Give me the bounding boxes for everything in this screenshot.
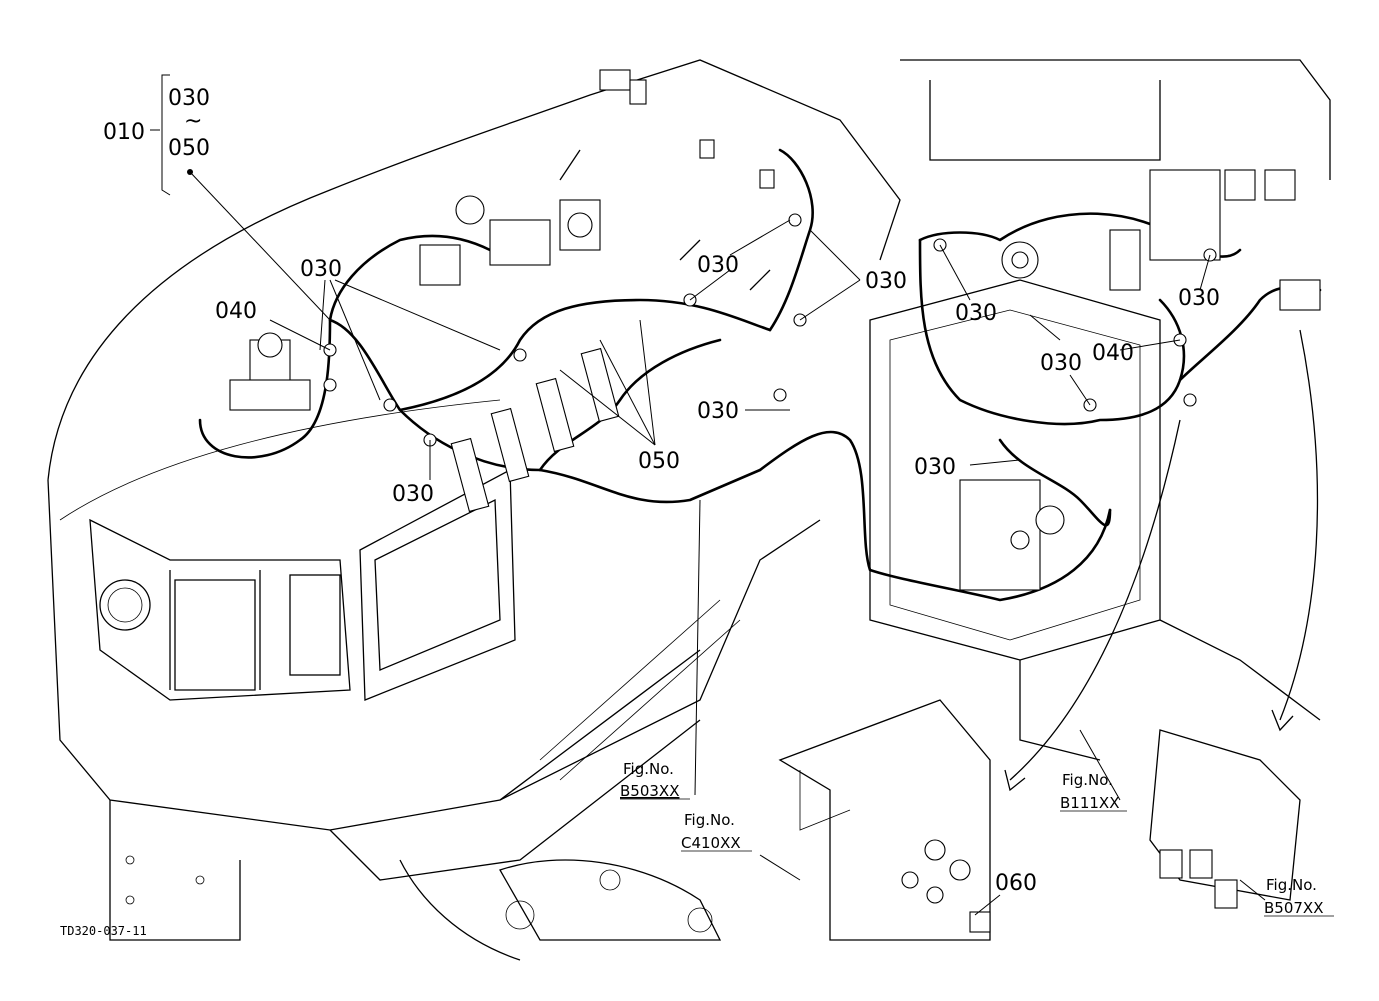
figure-references: Fig.No. B503XX Fig.No. C410XX Fig.No. B1… (620, 760, 1334, 917)
fig-ref-number-b507: B507XX (1264, 899, 1323, 917)
callout-030-center-top: 030 (697, 253, 739, 278)
callout-030-right-of-center: 030 (865, 269, 907, 294)
callout-050-injectors: 050 (638, 449, 680, 474)
callout-060-bolt: 060 (995, 871, 1037, 896)
fig-ref-number-b503: B503XX (620, 782, 679, 800)
callout-030-right-upper: 030 (955, 301, 997, 326)
group-range-end: 050 (168, 136, 210, 161)
callout-040-left: 040 (215, 299, 257, 324)
components (229, 69, 1321, 933)
fig-ref-label-b503: Fig.No. (623, 760, 674, 778)
callout-030-center-bottom: 030 (697, 399, 739, 424)
fig-ref-label-c410: Fig.No. (684, 811, 735, 829)
drawing-code: TD320-037-11 (60, 924, 147, 938)
group-range-start: 030 (168, 86, 210, 111)
callout-030-bottom-left: 030 (392, 482, 434, 507)
callout-030-right-middle: 030 (1040, 351, 1082, 376)
group-range-tilde: ~ (184, 109, 202, 134)
tractor-hood-outline (47, 59, 1331, 961)
fig-ref-number-c410: C410XX (681, 834, 741, 852)
fig-ref-number-b111: B111XX (1060, 794, 1119, 812)
callout-040-right: 040 (1092, 341, 1134, 366)
group-label: 010 030 ~ 050 (103, 86, 210, 161)
leader-lines (150, 74, 1266, 916)
fig-ref-label-b507: Fig.No. (1266, 876, 1317, 894)
callout-030-top-left: 030 (300, 257, 342, 282)
callout-030-far-right: 030 (1178, 286, 1220, 311)
callouts: 030 040 030 030 030 030 050 030 030 030 … (215, 253, 1220, 896)
callout-030-right-lower: 030 (914, 455, 956, 480)
group-main-number: 010 (103, 120, 145, 145)
fig-ref-label-b111: Fig.No. (1062, 771, 1113, 789)
